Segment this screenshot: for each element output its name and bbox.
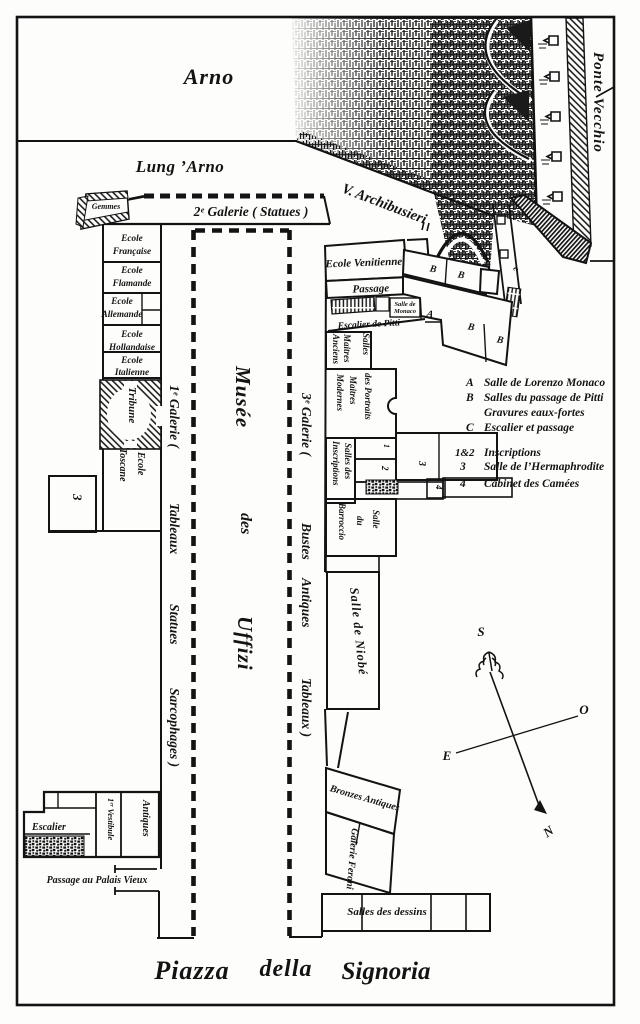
svg-text:3ᵉ Galerie (: 3ᵉ Galerie (: [299, 392, 314, 457]
svg-text:Tribune: Tribune: [126, 387, 138, 423]
svg-text:des: des: [237, 513, 254, 534]
svg-text:S: S: [477, 624, 484, 639]
svg-text:Salle de: Salle de: [394, 301, 415, 308]
svg-text:Allemande: Allemande: [101, 309, 143, 319]
svg-text:2ᵉ Galerie ( Statues ): 2ᵉ Galerie ( Statues ): [193, 204, 309, 219]
svg-text:O: O: [579, 702, 589, 717]
svg-text:Signoria: Signoria: [342, 958, 431, 985]
svg-text:Salles: Salles: [361, 333, 371, 356]
svg-text:Maitres: Maitres: [342, 333, 352, 363]
svg-text:Salle de Niobé: Salle de Niobé: [347, 587, 370, 676]
svg-text:Gemmes: Gemmes: [92, 202, 120, 211]
svg-text:B: B: [495, 334, 505, 346]
svg-text:B: B: [466, 321, 476, 333]
svg-text:Escalier: Escalier: [31, 822, 66, 833]
svg-text:C: C: [466, 422, 474, 434]
svg-text:Ecole: Ecole: [120, 265, 142, 275]
svg-text:Ecole: Ecole: [110, 296, 132, 306]
svg-text:4: 4: [459, 478, 466, 490]
svg-text:Bustes: Bustes: [299, 522, 314, 560]
svg-text:1: 1: [382, 444, 391, 448]
svg-text:A: A: [465, 377, 474, 389]
svg-text:Inscriptions: Inscriptions: [483, 447, 541, 459]
svg-text:Salle de Lorenzo Monaco: Salle de Lorenzo Monaco: [484, 377, 605, 389]
svg-text:Ponte Vecchio: Ponte Vecchio: [590, 52, 606, 153]
svg-text:Salle: Salle: [371, 510, 381, 529]
svg-text:Italienne: Italienne: [114, 367, 149, 377]
svg-text:Tableaux: Tableaux: [167, 503, 182, 555]
svg-text:Anciens: Anciens: [331, 333, 341, 365]
svg-text:Ecole: Ecole: [120, 329, 142, 339]
svg-text:B: B: [456, 269, 466, 281]
svg-text:Salles des: Salles des: [343, 443, 353, 480]
svg-text:Passage au Palais Vieux: Passage au Palais Vieux: [47, 875, 148, 886]
svg-text:du: du: [355, 516, 365, 526]
svg-text:Ecole: Ecole: [120, 233, 142, 243]
svg-text:Cabinet des Camées: Cabinet des Camées: [484, 478, 580, 490]
svg-text:Barroccio: Barroccio: [337, 502, 347, 540]
svg-text:Modernes: Modernes: [335, 373, 345, 411]
svg-text:Toscane: Toscane: [117, 448, 128, 482]
svg-text:Escalier et passage: Escalier et passage: [483, 422, 574, 434]
svg-text:Passage: Passage: [352, 282, 389, 295]
svg-text:E: E: [442, 748, 452, 763]
svg-text:Maitres: Maitres: [348, 375, 358, 405]
svg-text:Salle de l’Hermaphrodite: Salle de l’Hermaphrodite: [484, 461, 604, 473]
svg-text:Uffizi: Uffizi: [233, 616, 257, 671]
svg-text:B: B: [465, 392, 474, 404]
svg-text:Monaco: Monaco: [393, 308, 417, 315]
svg-text:Hollandaise: Hollandaise: [108, 342, 155, 352]
svg-text:Ecole Venitienne: Ecole Venitienne: [324, 256, 402, 271]
svg-text:3: 3: [70, 493, 85, 501]
svg-text:Musée: Musée: [231, 365, 255, 428]
svg-text:Escalier de Pitti: Escalier de Pitti: [337, 318, 401, 331]
svg-text:Tableaux ): Tableaux ): [299, 678, 314, 737]
svg-text:Sarcophages ): Sarcophages ): [167, 688, 182, 767]
svg-text:Ecole: Ecole: [120, 355, 142, 365]
svg-text:Antiques: Antiques: [140, 799, 151, 837]
svg-text:2: 2: [380, 465, 390, 471]
svg-text:4: 4: [434, 484, 444, 490]
svg-text:Flamande: Flamande: [112, 278, 152, 288]
svg-text:3: 3: [416, 460, 427, 466]
svg-text:Antiques: Antiques: [299, 577, 314, 628]
svg-text:1ᵉʳ Vestibule: 1ᵉʳ Vestibule: [106, 798, 116, 840]
svg-text:Gravures eaux-fortes: Gravures eaux-fortes: [484, 407, 585, 419]
svg-text:Lung ’Arno: Lung ’Arno: [135, 157, 225, 176]
svg-text:Salles du passage de Pitti: Salles du passage de Pitti: [484, 392, 604, 404]
svg-text:Statues: Statues: [167, 604, 182, 645]
svg-text:Galerie Feroni: Galerie Feroni: [344, 828, 360, 890]
svg-text:Inscriptions: Inscriptions: [331, 440, 341, 486]
svg-text:des Portraits: des Portraits: [363, 373, 373, 420]
svg-text:3: 3: [459, 461, 466, 473]
svg-text:Ecole: Ecole: [135, 451, 146, 476]
svg-text:Arno: Arno: [182, 64, 234, 89]
svg-text:1ᵉ Galerie (: 1ᵉ Galerie (: [167, 385, 182, 449]
svg-text:Française: Française: [112, 246, 151, 256]
svg-text:B: B: [428, 263, 438, 275]
svg-text:c: c: [511, 265, 522, 272]
svg-text:Piazza: Piazza: [153, 956, 229, 985]
svg-text:V. Archibusieri: V. Archibusieri: [340, 181, 429, 228]
svg-text:della: della: [260, 956, 313, 982]
svg-text:A: A: [425, 308, 435, 320]
svg-text:Salles des dessins: Salles des dessins: [347, 906, 426, 918]
svg-text:N: N: [539, 822, 557, 841]
svg-text:1&2: 1&2: [455, 447, 475, 459]
